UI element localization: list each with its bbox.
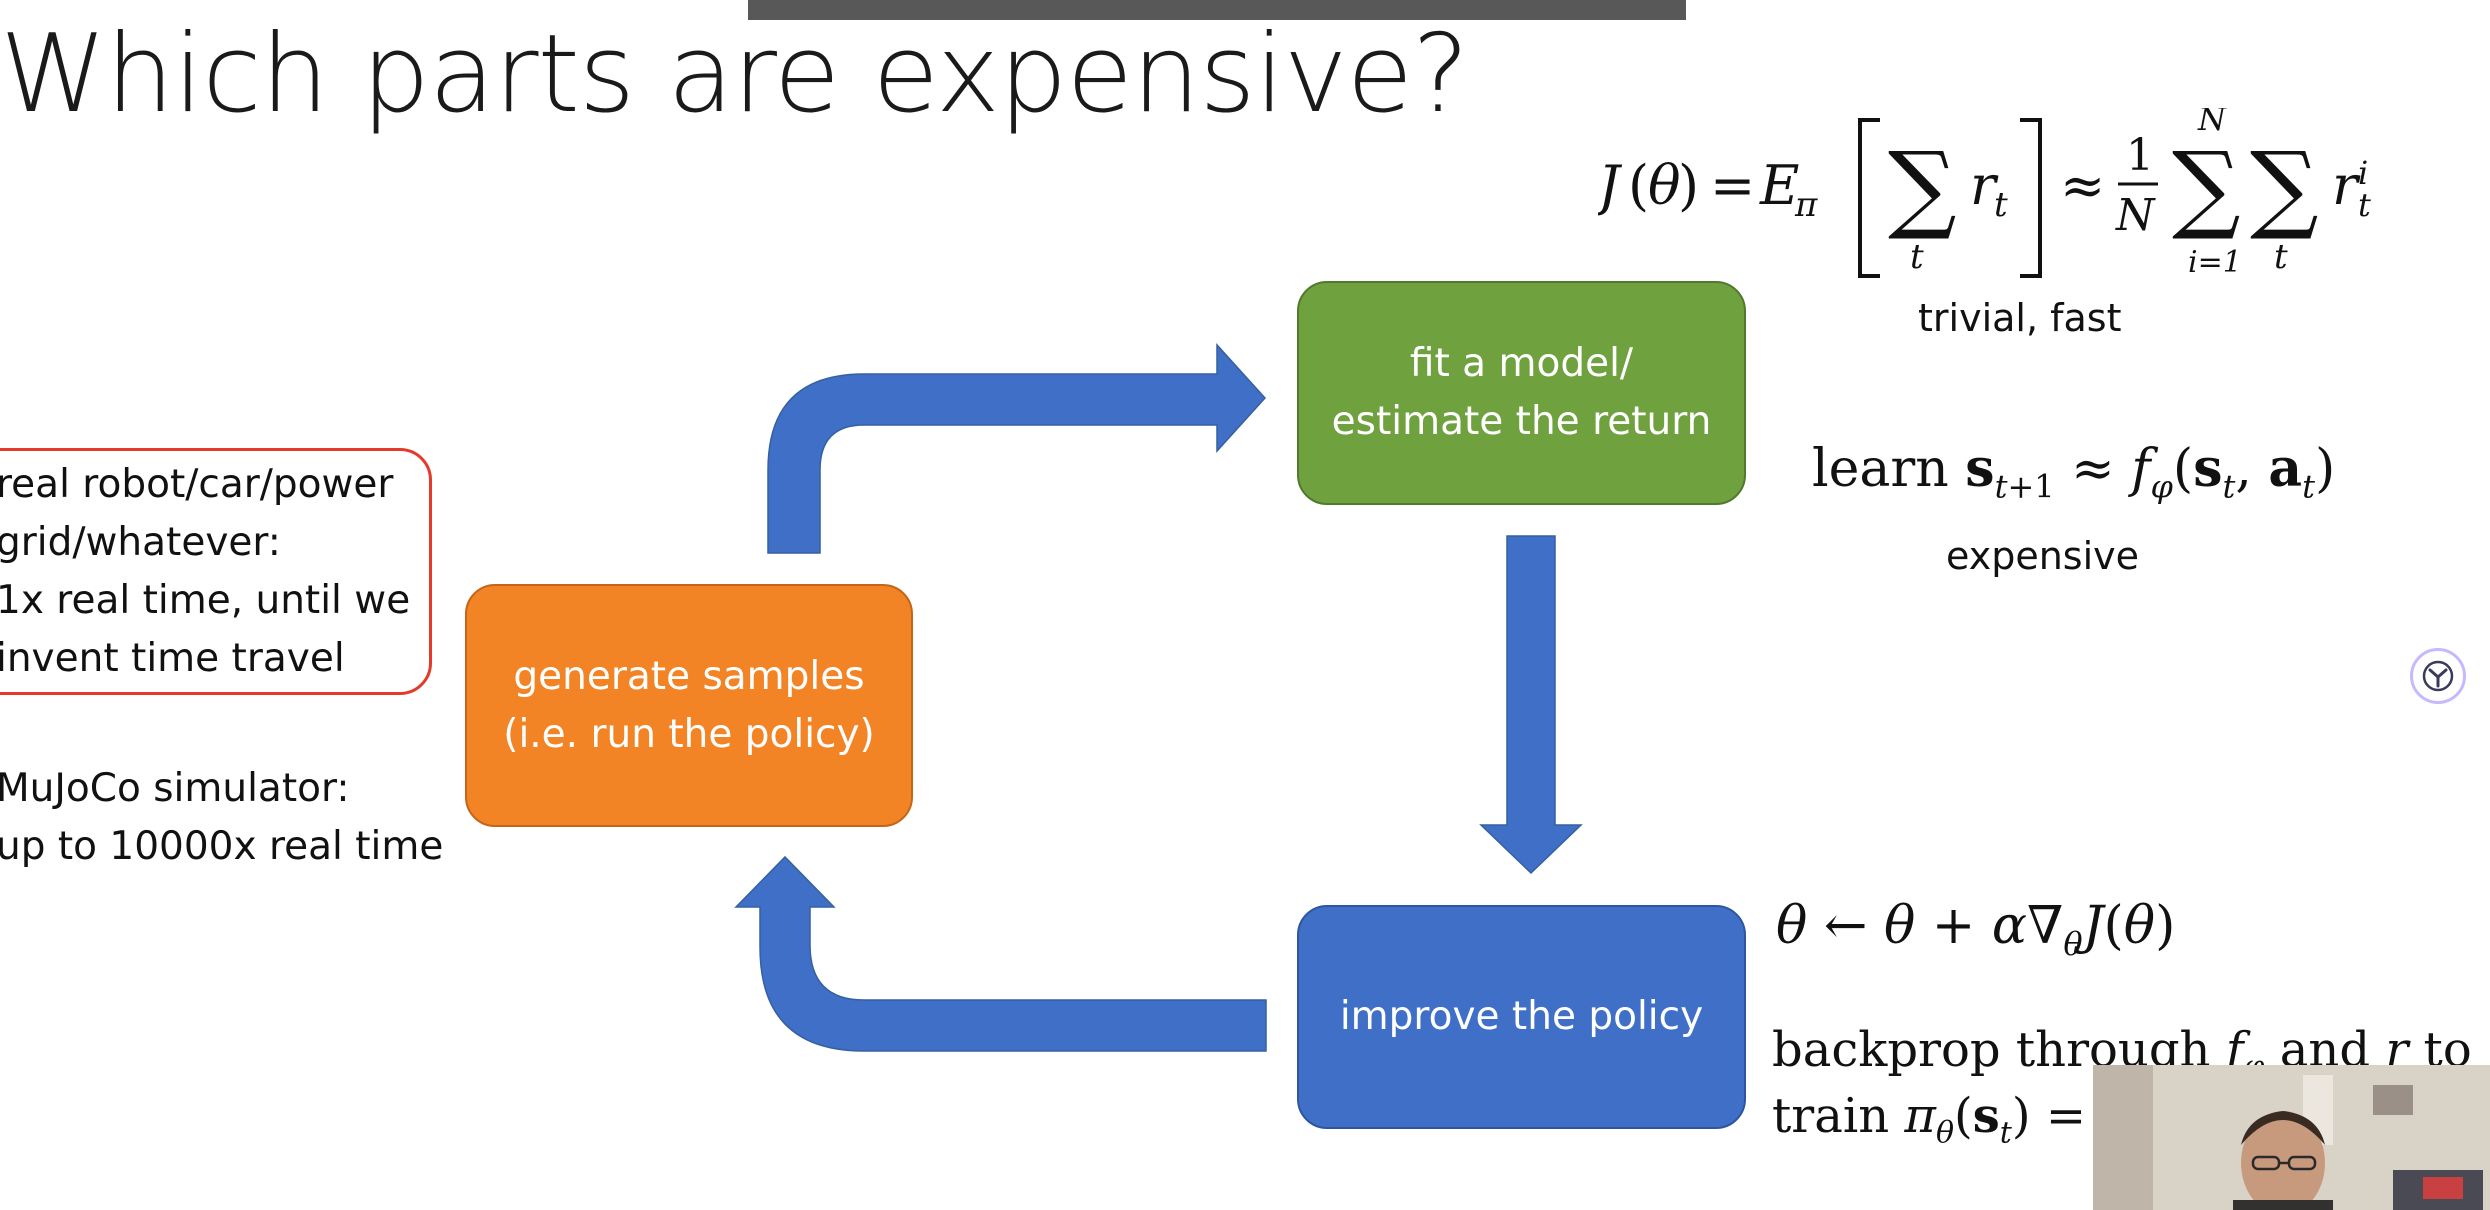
improve-policy-line-1: improve the policy bbox=[1339, 994, 1704, 1039]
svg-text:=: = bbox=[1710, 154, 1755, 217]
mujoco-line-2: up to 10000x real time bbox=[0, 824, 444, 869]
generate-samples-line-2: (i.e. run the policy) bbox=[503, 711, 875, 757]
real-robot-line-3: 1x real time, until we bbox=[0, 578, 411, 623]
svg-text:t: t bbox=[2274, 237, 2288, 277]
svg-text:∑: ∑ bbox=[2172, 131, 2241, 243]
model-learn-word: learn bbox=[1812, 439, 1949, 499]
svg-text:N: N bbox=[2115, 190, 2156, 241]
arrow-model-to-policy bbox=[1479, 535, 1583, 875]
train-policy-line: train πθ(st) = bbox=[1772, 1088, 2087, 1151]
return-cost-label: trivial, fast bbox=[1918, 296, 2122, 340]
assistant-icon[interactable] bbox=[2410, 648, 2466, 704]
assistant-glyph-icon bbox=[2422, 660, 2454, 692]
svg-text:r: r bbox=[2332, 154, 2361, 217]
svg-text:∑: ∑ bbox=[1888, 131, 1957, 243]
return-formula: J ( θ ) = E π ∑ t r t ≈ 1 N ∑ N i=1 ∑ t … bbox=[1598, 108, 2371, 280]
generate-samples-line-1: generate samples bbox=[513, 653, 865, 699]
svg-text:i=1: i=1 bbox=[2188, 245, 2242, 280]
svg-text:r: r bbox=[1970, 154, 1999, 217]
svg-text:∑: ∑ bbox=[2250, 131, 2319, 243]
fit-model-line-2: estimate the return bbox=[1331, 399, 1712, 444]
svg-text:t: t bbox=[2358, 186, 2371, 224]
real-robot-line-4: invent time travel bbox=[0, 636, 345, 681]
svg-text:π: π bbox=[1794, 185, 1818, 225]
generate-samples-box: generate samples (i.e. run the policy) bbox=[465, 584, 913, 827]
improve-policy-box: improve the policy bbox=[1297, 905, 1746, 1129]
webcam-overlay bbox=[2093, 1065, 2490, 1210]
svg-text:(: ( bbox=[1628, 154, 1649, 217]
svg-text:N: N bbox=[2197, 108, 2227, 138]
model-cost-label: expensive bbox=[1946, 534, 2140, 578]
svg-text:≈: ≈ bbox=[2060, 154, 2105, 217]
svg-text:t: t bbox=[1910, 237, 1924, 277]
real-robot-line-2: grid/whatever: bbox=[0, 520, 281, 565]
presenter-video bbox=[2093, 1065, 2490, 1210]
arrow-samples-to-model bbox=[767, 343, 1267, 554]
mujoco-line-1: MuJoCo simulator: bbox=[0, 766, 350, 811]
svg-text:i: i bbox=[2358, 154, 2368, 192]
real-robot-note: real robot/car/power grid/whatever: 1x r… bbox=[0, 456, 410, 688]
policy-update-formula: θ ← θ + α∇θJ(θ) bbox=[1776, 896, 2176, 963]
fit-model-box: fit a model/ estimate the return bbox=[1297, 281, 1746, 505]
svg-text:1: 1 bbox=[2126, 130, 2154, 181]
model-formula: learn st+1 ≈ fφ(st, at) bbox=[1812, 438, 2336, 506]
svg-text:J: J bbox=[1598, 154, 1623, 217]
svg-text:E: E bbox=[1759, 154, 1799, 217]
real-robot-line-1: real robot/car/power bbox=[0, 462, 394, 507]
svg-text:): ) bbox=[1678, 154, 1699, 217]
video-top-bar bbox=[748, 0, 1686, 20]
train-word: train bbox=[1772, 1088, 1890, 1144]
svg-text:t: t bbox=[1994, 185, 2008, 225]
arrow-policy-to-samples bbox=[734, 855, 1267, 1052]
fit-model-line-1: fit a model/ bbox=[1409, 341, 1634, 386]
real-robot-note-frame bbox=[0, 448, 432, 695]
svg-text:θ: θ bbox=[1648, 154, 1681, 217]
mujoco-note: MuJoCo simulator: up to 10000x real time bbox=[0, 760, 443, 876]
slide-title: Which parts are expensive? bbox=[0, 12, 1469, 137]
